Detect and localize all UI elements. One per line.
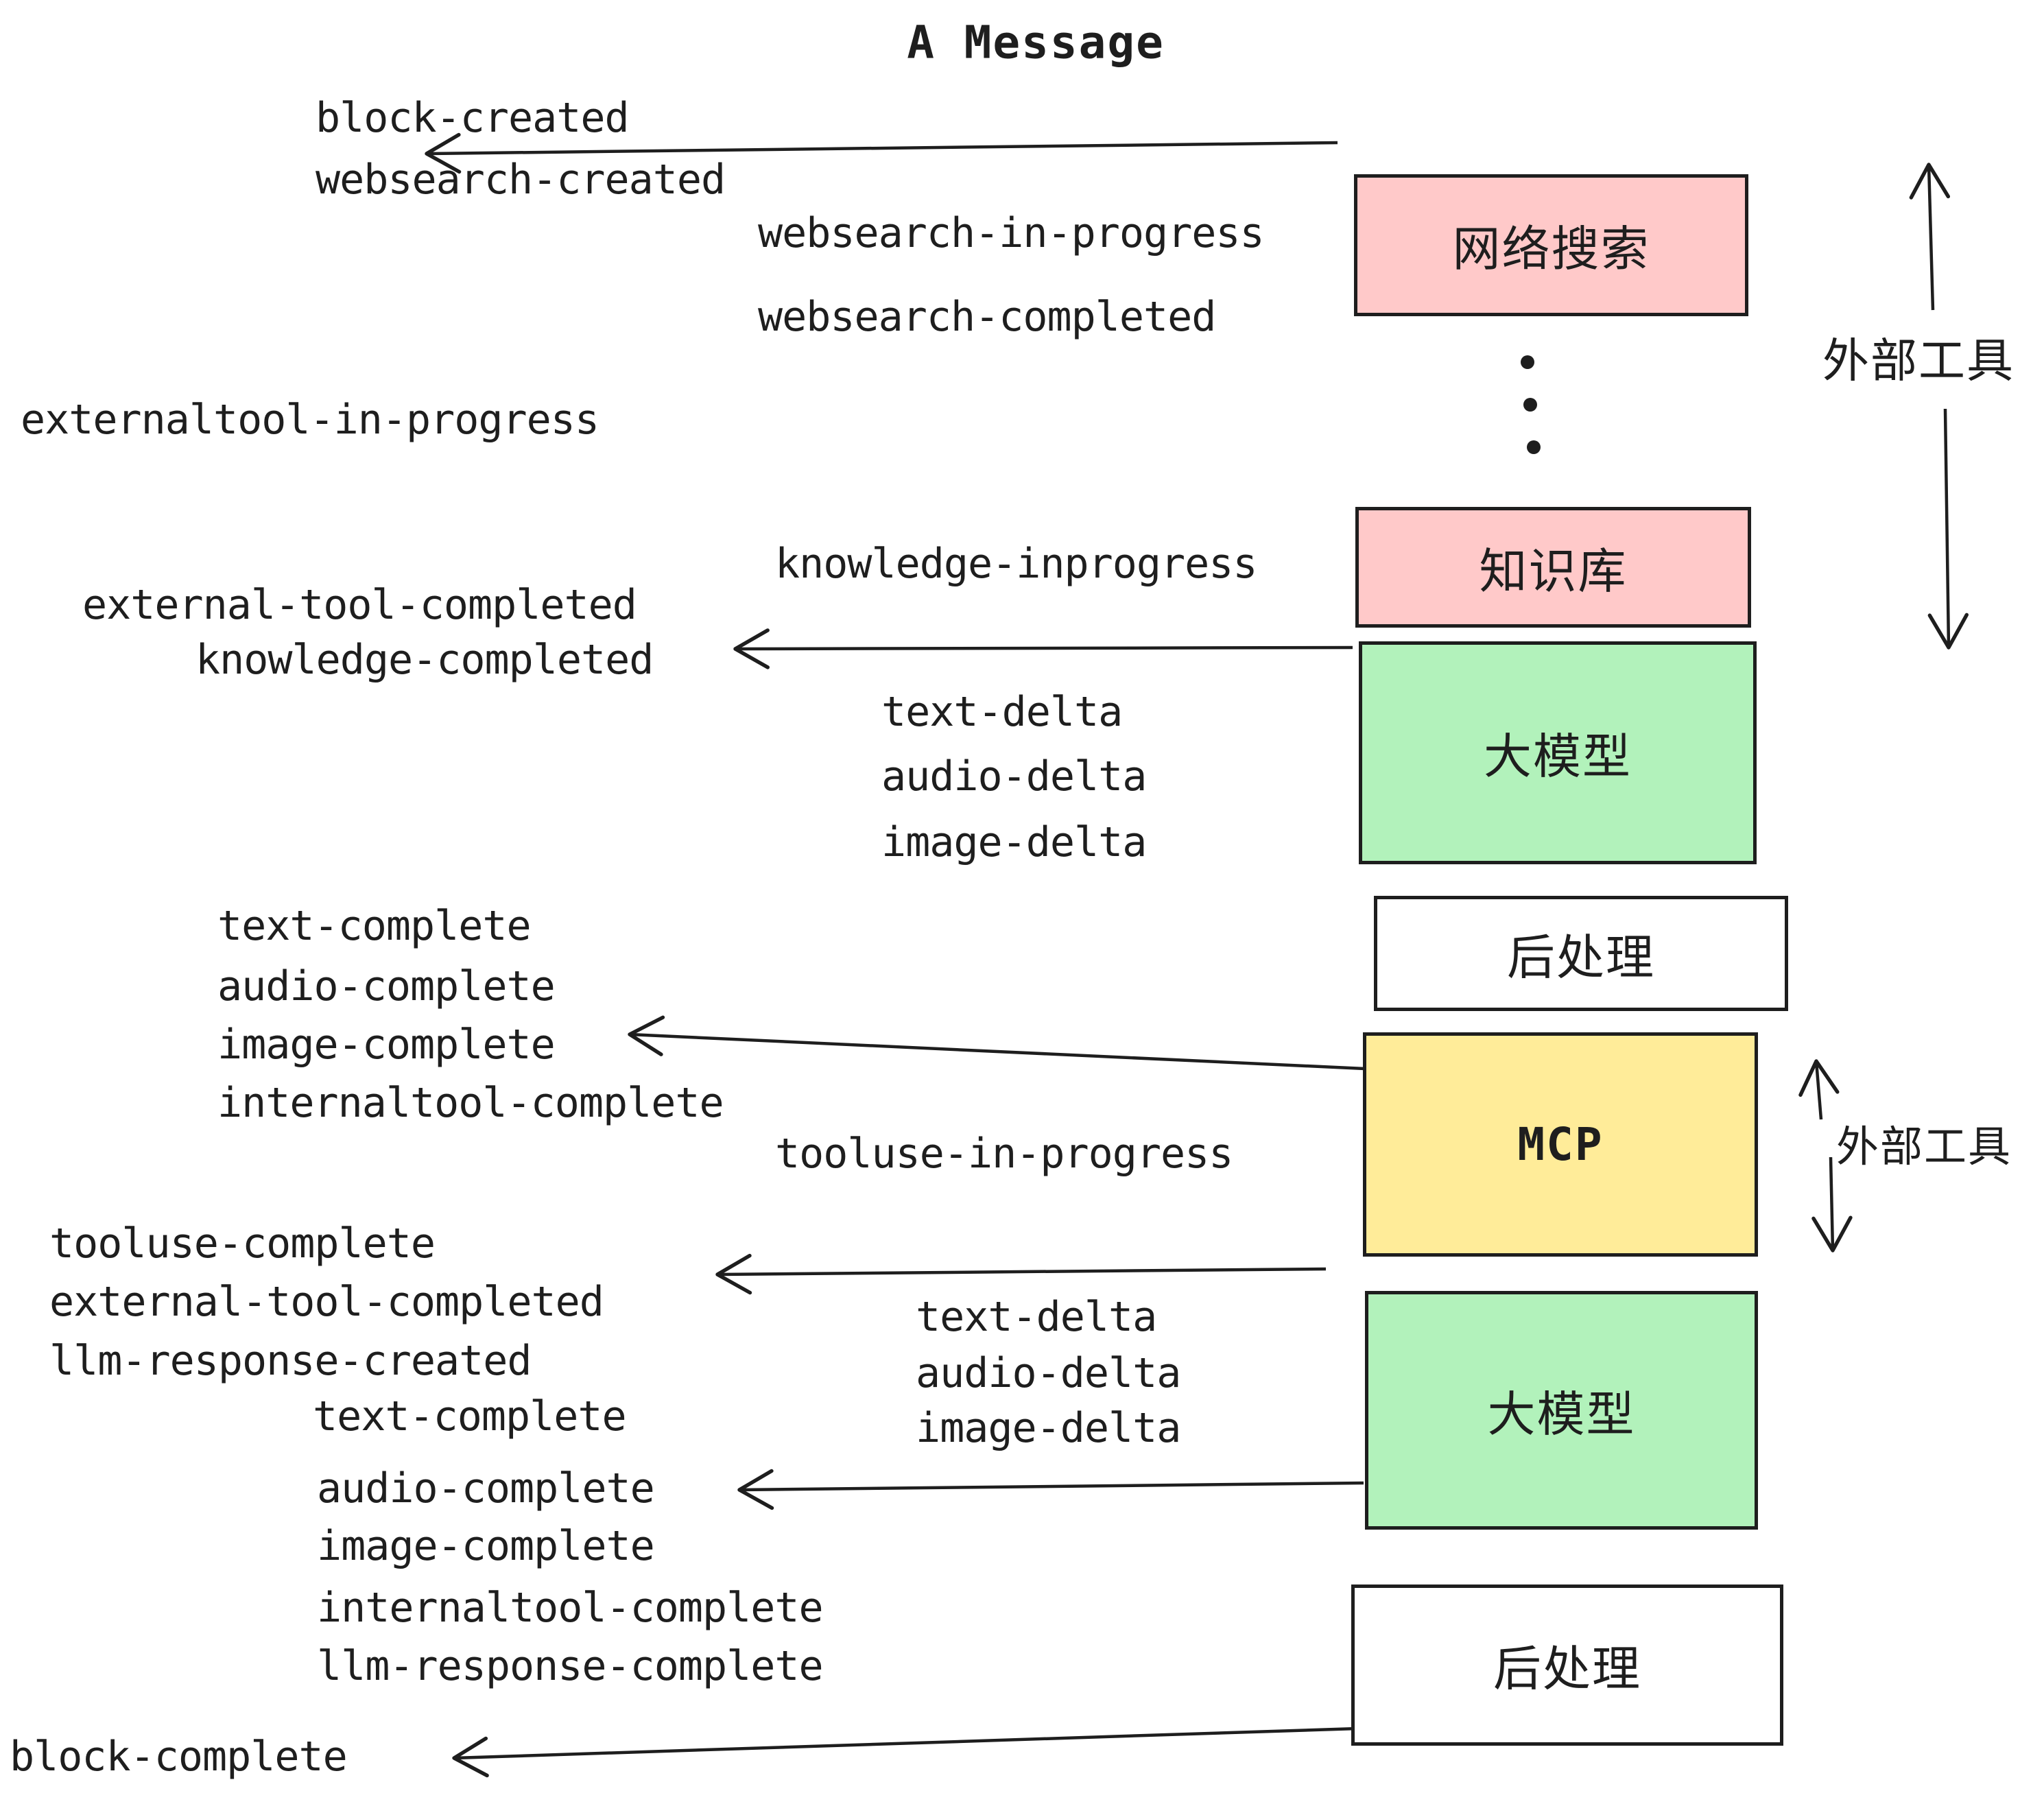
external-tools-up-arrow-2 <box>1798 1059 1840 1120</box>
box-postprocess-1-label: 后处理 <box>1507 929 1655 986</box>
external-tools-label-2: 外部工具 <box>1836 1121 2012 1172</box>
event-label-websearch-in-progress: websearch-in-progress <box>758 209 1265 257</box>
box-llm-1-label: 大模型 <box>1484 728 1632 785</box>
event-label-websearch-completed: websearch-completed <box>758 293 1216 341</box>
event-label-image-delta-1: image-delta <box>881 818 1147 866</box>
event-label-text-delta-1: text-delta <box>881 688 1123 736</box>
diagram-title: A Message <box>907 16 1165 69</box>
box-llm-2-label: 大模型 <box>1487 1386 1636 1443</box>
event-label-block-created: block-created <box>316 94 630 142</box>
event-label-knowledge-inprogress: knowledge-inprogress <box>775 540 1257 588</box>
event-label-audio-delta-1: audio-delta <box>881 752 1147 800</box>
arrow-websearch-created <box>425 132 1338 174</box>
event-label-image-complete-1: image-complete <box>217 1021 556 1069</box>
event-label-internaltool-complete-1: internaltool-complete <box>217 1079 724 1127</box>
external-tools-label-1: 外部工具 <box>1822 334 2015 389</box>
box-mcp: MCP <box>1363 1032 1758 1257</box>
box-websearch-label: 网络搜索 <box>1452 221 1650 277</box>
box-websearch: 网络搜索 <box>1354 174 1748 316</box>
event-label-llm-response-complete: llm-response-complete <box>317 1642 824 1690</box>
event-label-image-delta-2: image-delta <box>916 1404 1181 1452</box>
event-label-websearch-created: websearch-created <box>316 156 726 204</box>
event-label-externaltool-in-progress: externaltool-in-progress <box>21 396 599 444</box>
event-label-audio-delta-2: audio-delta <box>916 1349 1181 1397</box>
arrow-image-complete <box>628 1015 1366 1071</box>
event-label-llm-response-created: llm-response-created <box>49 1337 532 1385</box>
box-llm-2: 大模型 <box>1365 1291 1758 1530</box>
box-knowledge: 知识库 <box>1355 507 1751 628</box>
arrow-block-complete <box>452 1726 1357 1778</box>
event-label-internaltool-complete-2: internaltool-complete <box>317 1584 824 1632</box>
event-label-text-complete-2: text-complete <box>313 1392 627 1440</box>
event-label-text-complete-1: text-complete <box>217 902 532 950</box>
box-postprocess-2: 后处理 <box>1351 1585 1783 1746</box>
box-knowledge-label: 知识库 <box>1479 543 1628 600</box>
ellipsis-dot-1 <box>1521 355 1534 369</box>
external-tools-down-arrow-1 <box>1927 408 1969 650</box>
box-postprocess-1: 后处理 <box>1374 896 1788 1011</box>
event-label-audio-complete-1: audio-complete <box>217 962 556 1010</box>
event-label-tooluse-complete: tooluse-complete <box>49 1220 436 1268</box>
external-tools-down-arrow-2 <box>1811 1156 1853 1253</box>
event-label-text-delta-2: text-delta <box>916 1293 1157 1341</box>
box-llm-1: 大模型 <box>1359 641 1757 864</box>
box-mcp-label: MCP <box>1517 1118 1604 1171</box>
box-postprocess-2-label: 后处理 <box>1493 1641 1641 1697</box>
event-label-external-tool-completed-1: external-tool-completed <box>82 581 637 629</box>
external-tools-up-arrow-1 <box>1909 163 1951 311</box>
event-label-tooluse-in-progress: tooluse-in-progress <box>775 1130 1233 1178</box>
event-label-audio-complete-2: audio-complete <box>317 1464 655 1512</box>
arrow-knowledge-completed <box>733 628 1353 669</box>
event-label-knowledge-completed: knowledge-completed <box>195 636 654 684</box>
event-label-block-complete: block-complete <box>10 1733 348 1781</box>
event-label-external-tool-completed-2: external-tool-completed <box>49 1278 604 1326</box>
ellipsis-dot-3 <box>1527 440 1541 454</box>
arrow-tooluse-complete <box>715 1253 1327 1295</box>
event-label-image-complete-2: image-complete <box>317 1522 655 1570</box>
ellipsis-dot-2 <box>1523 398 1537 412</box>
arrow-audio-complete <box>737 1469 1364 1510</box>
